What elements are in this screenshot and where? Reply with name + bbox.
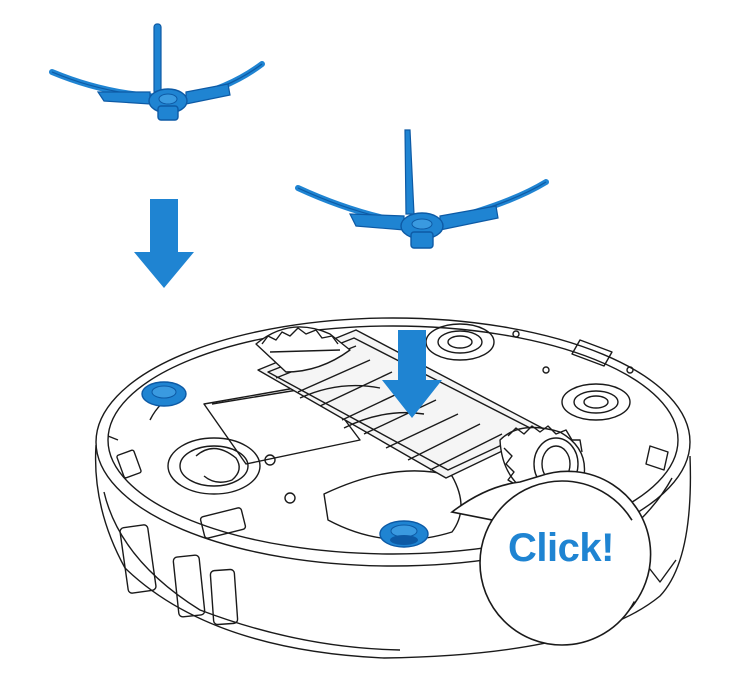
callout-circle-outline xyxy=(479,480,645,646)
side-brush-icon xyxy=(49,23,265,121)
down-arrow-icon xyxy=(382,330,442,418)
down-arrow-icon xyxy=(134,199,194,288)
side-brush-icon xyxy=(295,129,549,249)
callout-bubble xyxy=(450,470,652,645)
callout-label: Click! xyxy=(508,526,614,570)
brush-socket-icon xyxy=(379,520,429,548)
brush-socket-icon xyxy=(141,381,187,407)
